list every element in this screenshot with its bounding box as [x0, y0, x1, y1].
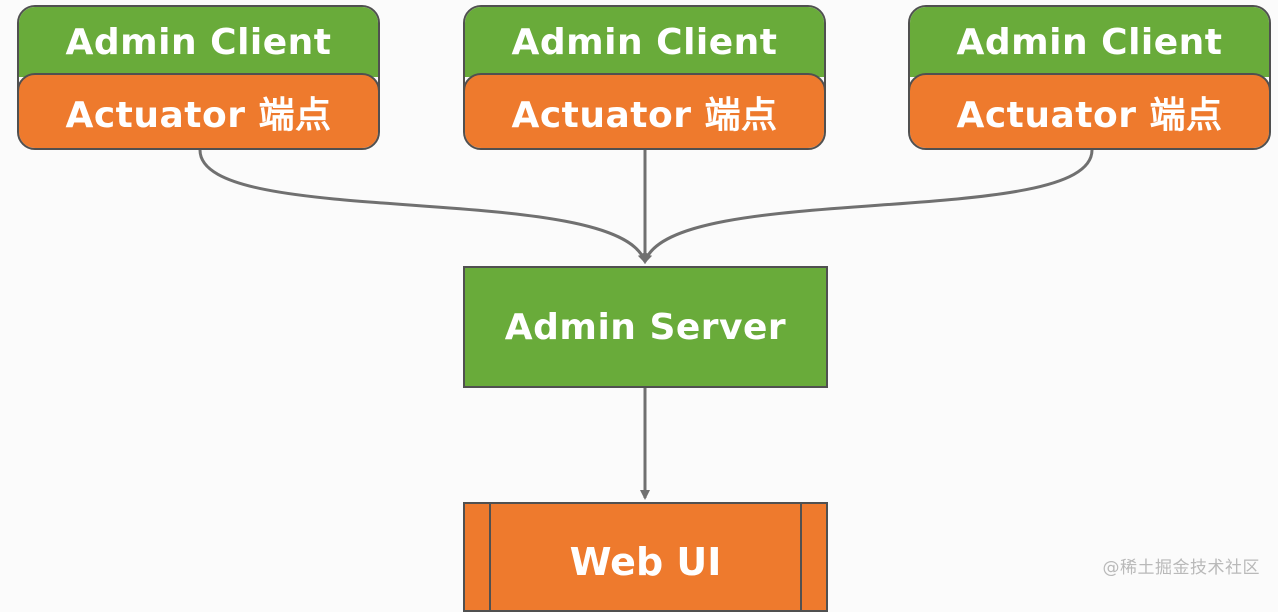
admin-client-node-3: Admin Client Actuator 端点 [908, 5, 1271, 150]
web-ui-node: Web UI [463, 502, 828, 612]
admin-client-node-1: Admin Client Actuator 端点 [17, 5, 380, 150]
admin-client-title: Admin Client [465, 7, 824, 77]
web-ui-label: Web UI [569, 540, 722, 584]
edge-client-3-to-server [642, 149, 1094, 264]
actuator-endpoint-label: Actuator 端点 [465, 73, 824, 148]
edge-client-1-to-server [198, 149, 648, 264]
admin-client-title: Admin Client [910, 7, 1269, 77]
actuator-endpoint-label: Actuator 端点 [910, 73, 1269, 148]
web-ui-left-bar [489, 504, 491, 610]
admin-client-node-2: Admin Client Actuator 端点 [463, 5, 826, 150]
admin-client-title: Admin Client [19, 7, 378, 77]
admin-server-node: Admin Server [463, 266, 828, 388]
actuator-endpoint-label: Actuator 端点 [19, 73, 378, 148]
web-ui-right-bar [800, 504, 802, 610]
connector-lines [198, 149, 1094, 500]
watermark-text: @稀土掘金技术社区 [1102, 558, 1260, 578]
